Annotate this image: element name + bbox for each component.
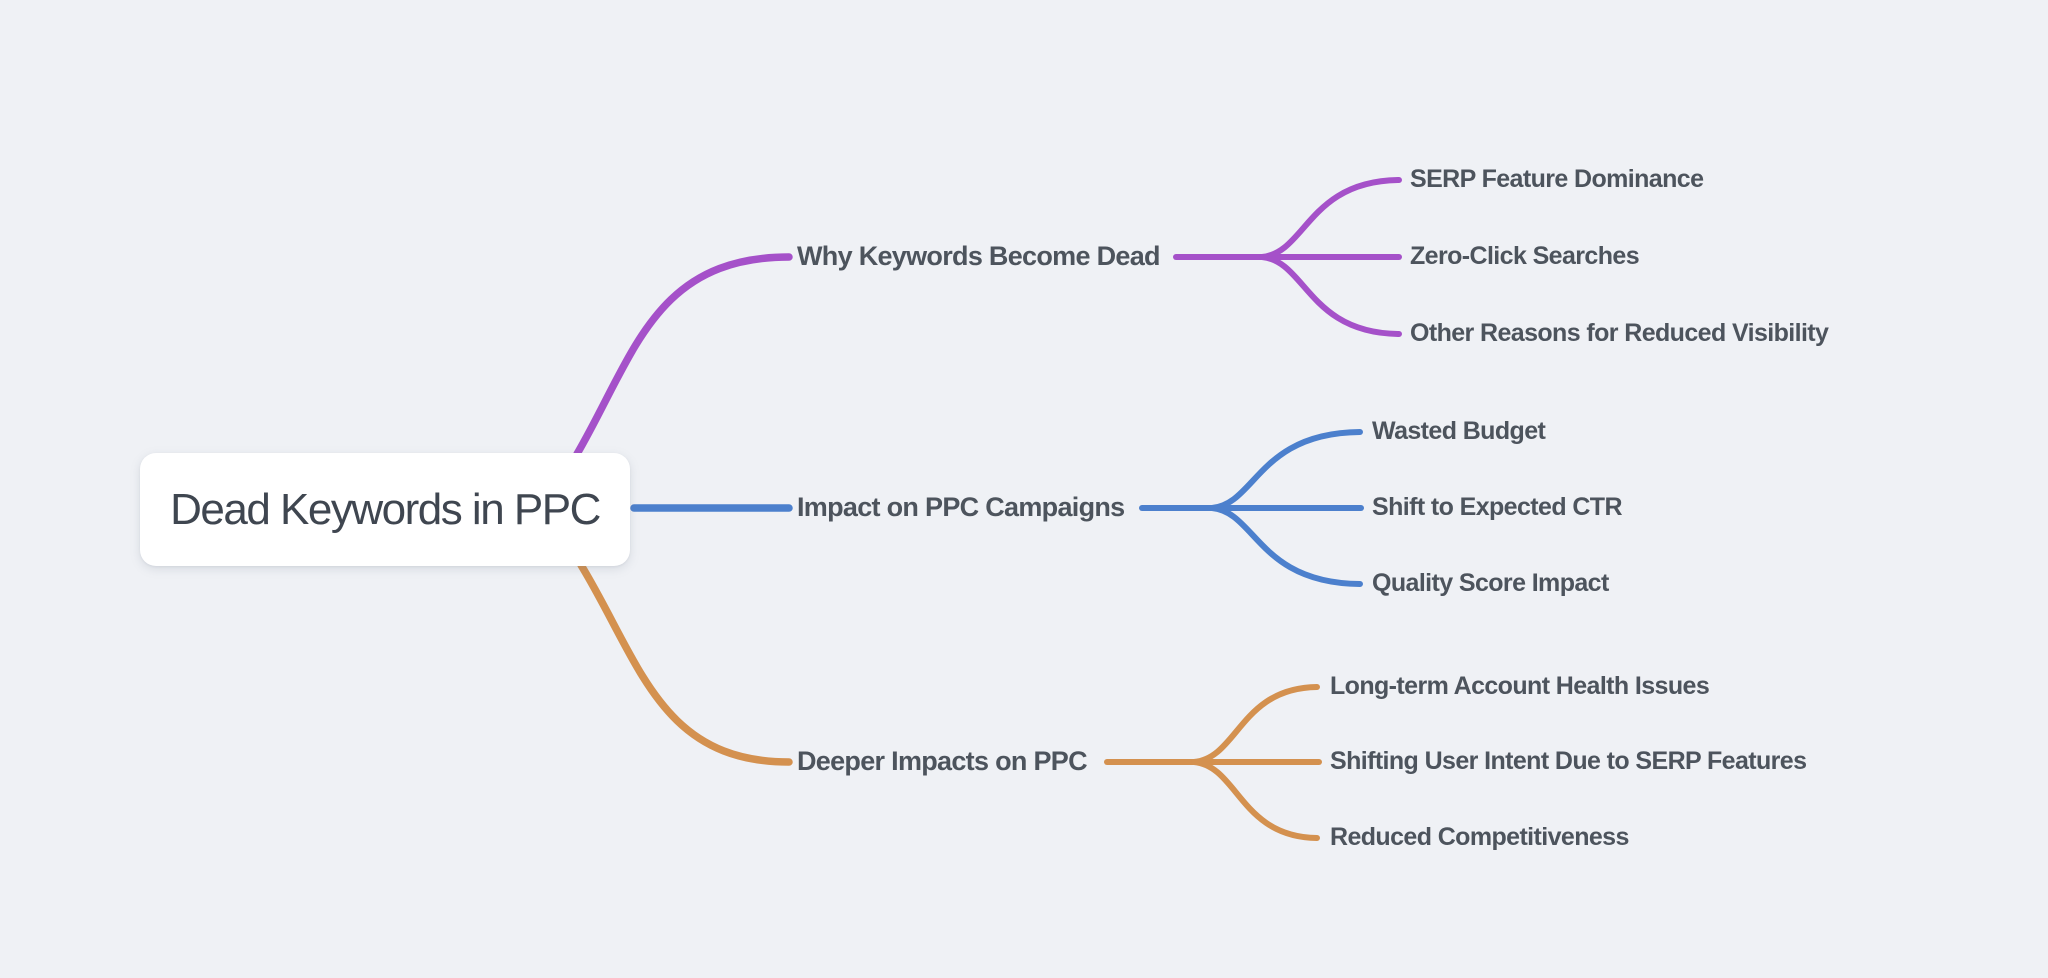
root-node-label: Dead Keywords in PPC [170,484,601,534]
edge-branch-1-to-child-2 [1209,505,1363,587]
child-node-shifting-user-intent-due-to-serp-features[interactable]: Shifting User Intent Due to SERP Feature… [1330,747,1807,775]
edge-branch-2-to-child-0 [1191,684,1320,765]
edge-root-to-branch-0 [573,253,793,458]
edge-branch-2-to-child-2 [1191,759,1320,841]
child-node-quality-score-impact[interactable]: Quality Score Impact [1372,569,1609,597]
edge-root-to-branch-2 [577,561,793,766]
branch-node-deeper-impacts-on-ppc[interactable]: Deeper Impacts on PPC [797,745,1088,776]
child-node-serp-feature-dominance[interactable]: SERP Feature Dominance [1410,165,1704,193]
child-node-long-term-account-health-issues[interactable]: Long-term Account Health Issues [1330,672,1710,700]
edge-branch-1-to-child-0 [1209,429,1363,511]
child-node-shift-to-expected-ctr[interactable]: Shift to Expected CTR [1372,493,1623,521]
root-node[interactable]: Dead Keywords in PPC [140,453,630,566]
edge-branch-0-to-child-2 [1259,254,1402,337]
branch-node-impact-on-ppc-campaigns[interactable]: Impact on PPC Campaigns [797,491,1125,522]
child-node-zero-click-searches[interactable]: Zero-Click Searches [1410,242,1640,270]
child-node-reduced-competitiveness[interactable]: Reduced Competitiveness [1330,823,1629,851]
branch-node-why-keywords-become-dead[interactable]: Why Keywords Become Dead [797,240,1161,271]
child-node-other-reasons-for-reduced-visibility[interactable]: Other Reasons for Reduced Visibility [1410,319,1829,347]
child-node-wasted-budget[interactable]: Wasted Budget [1372,417,1546,445]
edge-branch-0-to-child-0 [1259,177,1402,260]
